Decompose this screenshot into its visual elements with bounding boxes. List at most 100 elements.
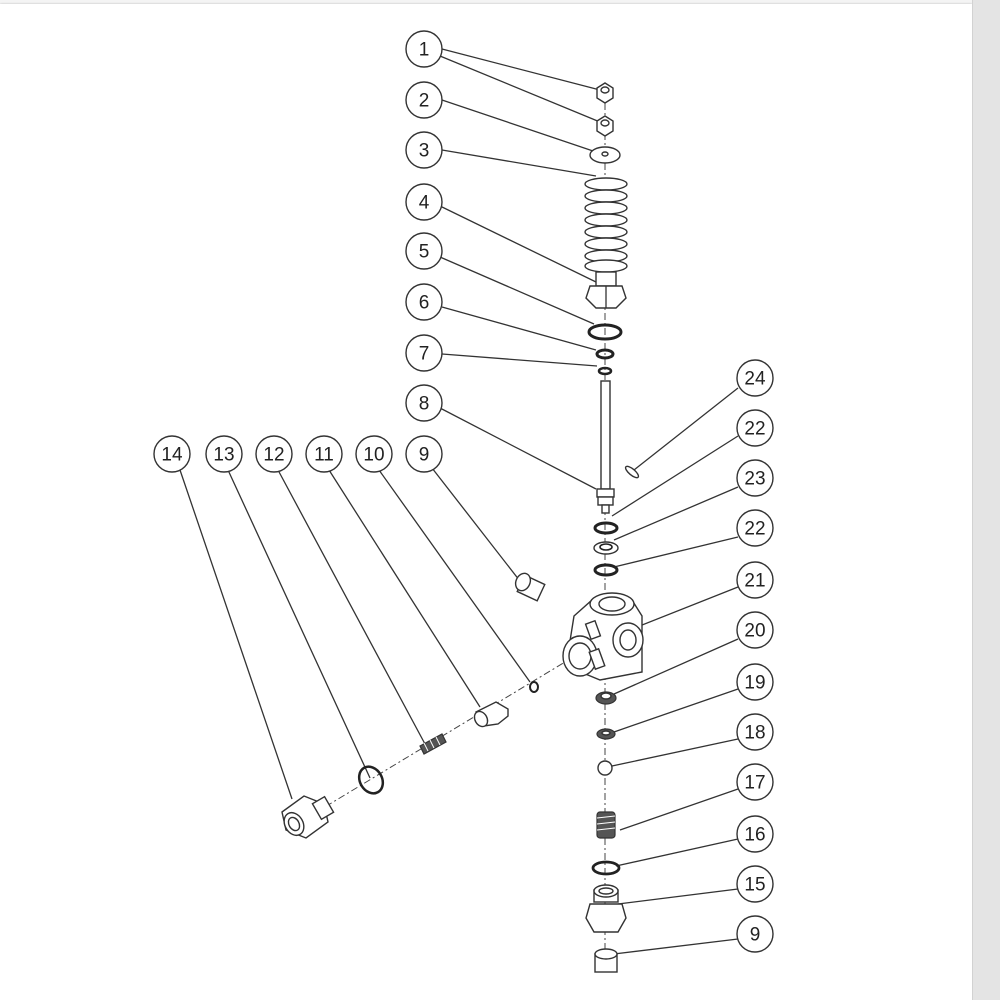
o-ring-part-13 xyxy=(357,765,385,795)
callout-c14: 14 xyxy=(153,435,191,473)
callout-c5: 5 xyxy=(405,232,443,270)
callout-label: 22 xyxy=(744,419,765,440)
callout-circle xyxy=(405,384,443,422)
callout-circle xyxy=(405,232,443,270)
callout-circle xyxy=(405,334,443,372)
spring-part-3 xyxy=(584,177,628,273)
nut-part-1 xyxy=(596,82,614,137)
vertical-scrollbar[interactable] xyxy=(972,0,1000,1000)
callout-c7: 7 xyxy=(405,334,443,372)
adjuster-part-4 xyxy=(585,271,627,309)
seat-part-11 xyxy=(473,701,509,728)
callout-c8: 8 xyxy=(405,384,443,422)
fitting-part-14 xyxy=(281,795,335,839)
callout-c19: 19 xyxy=(736,663,774,701)
callout-label: 9 xyxy=(419,445,430,466)
callout-circle xyxy=(153,435,191,473)
callout-circle xyxy=(255,435,293,473)
o-ring-part-16 xyxy=(591,860,621,876)
callout-circle xyxy=(405,81,443,119)
callout-circle xyxy=(405,283,443,321)
callout-circle xyxy=(405,131,443,169)
callout-c3: 3 xyxy=(405,131,443,169)
o-ring-part-7 xyxy=(597,366,613,376)
callout-c6: 6 xyxy=(405,283,443,321)
callout-c1: 1 xyxy=(405,30,443,68)
callout-c2: 2 xyxy=(405,81,443,119)
callout-c15: 15 xyxy=(736,865,774,903)
callout-label: 8 xyxy=(419,394,430,415)
callout-label: 7 xyxy=(419,344,430,365)
seat-part-20 xyxy=(595,691,617,705)
ball-part-18 xyxy=(597,760,613,776)
o-ring-part-10 xyxy=(529,681,539,693)
callout-label: 4 xyxy=(419,193,430,214)
callout-circle xyxy=(405,183,443,221)
washer-part-2 xyxy=(589,146,621,164)
callout-label: 18 xyxy=(744,723,765,744)
callout-c4: 4 xyxy=(405,183,443,221)
cap-part-9-lower xyxy=(594,948,618,973)
callout-label: 3 xyxy=(419,141,430,162)
callout-label: 13 xyxy=(213,445,234,466)
callout-label: 14 xyxy=(161,445,183,466)
callout-label: 5 xyxy=(419,242,430,263)
washer-part-19 xyxy=(596,728,616,740)
cap-part-9-upper xyxy=(514,572,546,602)
callout-label: 21 xyxy=(744,571,765,592)
callout-label: 22 xyxy=(744,519,765,540)
plug-part-15 xyxy=(585,884,627,933)
callout-label: 20 xyxy=(744,621,765,642)
callout-circle xyxy=(405,435,443,473)
callout-label: 10 xyxy=(363,445,384,466)
callout-circle xyxy=(405,30,443,68)
callout-circle xyxy=(736,663,774,701)
callout-label: 15 xyxy=(744,875,765,896)
callout-c12: 12 xyxy=(255,435,293,473)
callout-circle xyxy=(736,561,774,599)
seal-part-22-upper xyxy=(593,521,619,535)
callout-circle xyxy=(736,763,774,801)
callout-circle xyxy=(305,435,343,473)
callout-c22a: 22 xyxy=(736,409,774,447)
callout-c9b: 9 xyxy=(736,915,774,953)
callout-circle xyxy=(736,359,774,397)
callout-c11: 11 xyxy=(305,435,343,473)
callout-label: 12 xyxy=(263,445,284,466)
leader-lines xyxy=(179,48,739,955)
backup-ring-part-6 xyxy=(595,348,615,360)
callout-c21: 21 xyxy=(736,561,774,599)
spring-part-17 xyxy=(596,811,616,839)
callout-label: 9 xyxy=(750,925,761,946)
callout-circle xyxy=(736,611,774,649)
callout-c20: 20 xyxy=(736,611,774,649)
callout-group: 1234567891011121314242223222120191817161… xyxy=(153,30,774,953)
callout-circle xyxy=(205,435,243,473)
callout-circle xyxy=(736,509,774,547)
spring-part-12 xyxy=(419,733,447,755)
callout-label: 1 xyxy=(419,40,430,61)
callout-c23: 23 xyxy=(736,459,774,497)
piston-part-8 xyxy=(596,380,615,514)
pin-part-24 xyxy=(624,465,640,479)
callout-circle xyxy=(736,865,774,903)
callout-label: 19 xyxy=(744,673,765,694)
callout-circle xyxy=(736,409,774,447)
o-ring-part-5 xyxy=(587,323,623,341)
callout-circle xyxy=(355,435,393,473)
callout-circle xyxy=(736,713,774,751)
callout-circle xyxy=(736,915,774,953)
callout-label: 23 xyxy=(744,469,765,490)
callout-c18: 18 xyxy=(736,713,774,751)
callout-c24: 24 xyxy=(736,359,774,397)
callout-label: 16 xyxy=(744,825,765,846)
callout-label: 2 xyxy=(419,91,430,112)
callout-label: 17 xyxy=(744,773,765,794)
callout-label: 11 xyxy=(314,445,334,466)
exploded-parts-diagram: 1234567891011121314242223222120191817161… xyxy=(153,30,774,973)
callout-c9a: 9 xyxy=(405,435,443,473)
callout-circle xyxy=(736,459,774,497)
callout-c16: 16 xyxy=(736,815,774,853)
